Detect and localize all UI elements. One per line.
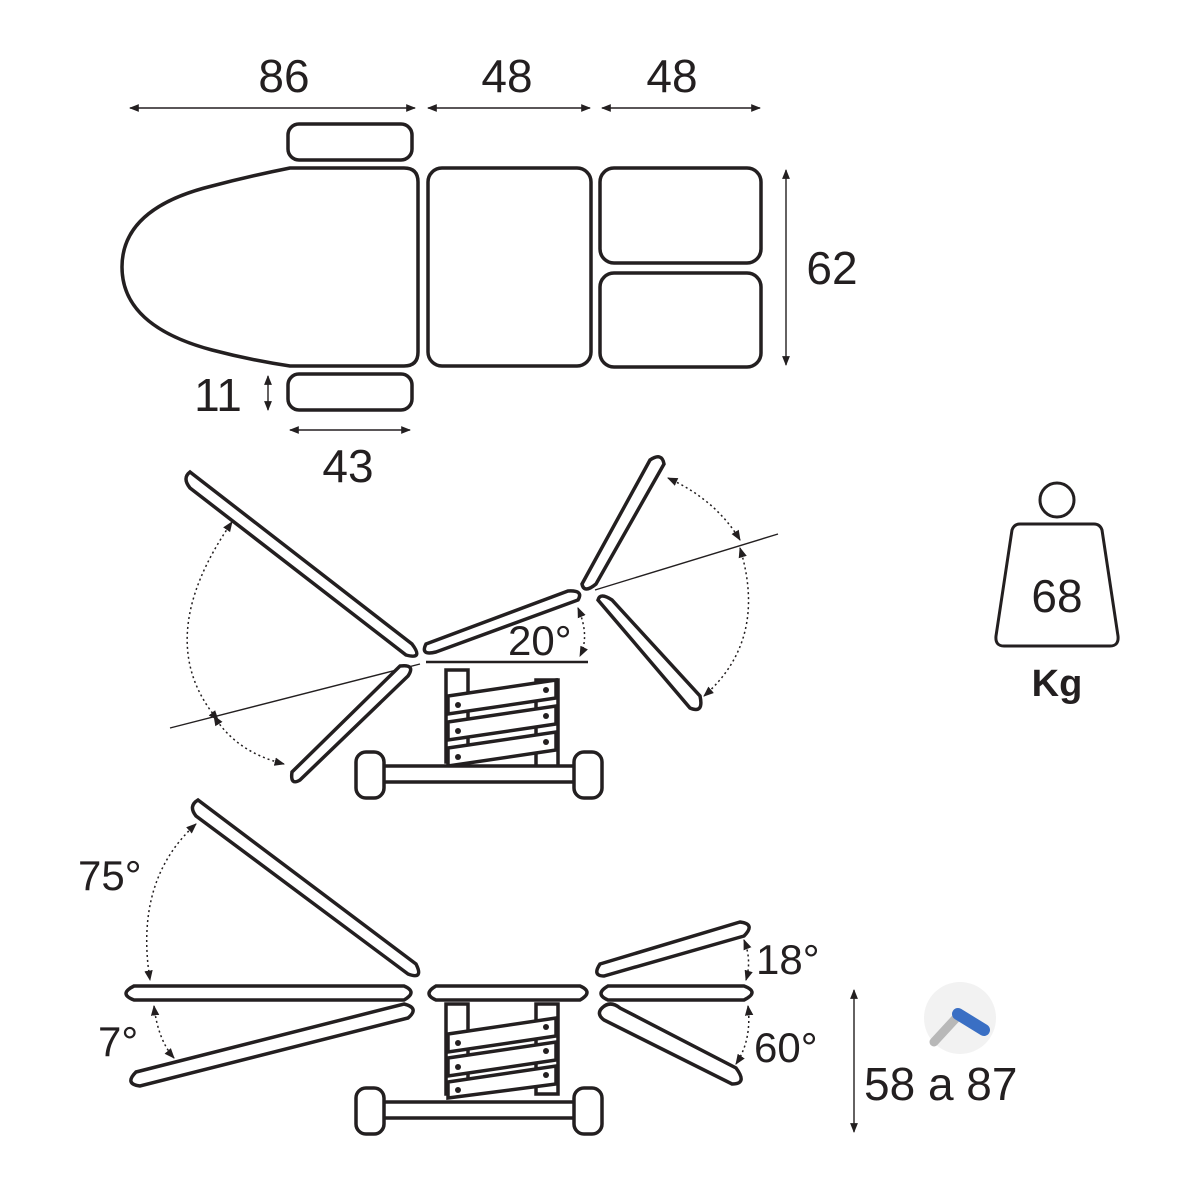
base-beam (378, 764, 582, 784)
backrest-lowered (289, 663, 413, 784)
base-foot-left (354, 750, 386, 800)
legs-down-angle-label: 60° (754, 1024, 818, 1071)
head-section (120, 166, 420, 368)
base-2 (354, 1086, 604, 1136)
weight-unit: Kg (1032, 663, 1083, 705)
lever-handle (952, 1008, 990, 1036)
width-label: 62 (806, 242, 857, 294)
leg-section-top (598, 166, 763, 265)
weight-value: 68 (1031, 570, 1082, 622)
legs-down-arc (735, 1004, 754, 1065)
legrest-raised (580, 455, 666, 591)
tilt-angle-arc (577, 607, 588, 657)
back-up-arc (144, 823, 197, 982)
legs-up-angle-label: 18° (756, 936, 820, 983)
base-foot-right (572, 750, 604, 800)
head-section-flat (124, 984, 413, 1002)
middle-length-label: 48 (481, 50, 532, 102)
middle-section (426, 166, 593, 368)
lift-arm (446, 729, 558, 769)
back-down-arc (150, 1004, 175, 1059)
backrest-range-arc-upper (186, 521, 233, 721)
armrest-width-label: 11 (194, 369, 242, 421)
lift-arm (446, 703, 558, 743)
legrest-range-arc-lower (703, 546, 750, 697)
reference-line-right (594, 533, 779, 591)
lift-arm (446, 1015, 558, 1055)
backrest-down-7 (129, 1002, 415, 1088)
backrest-up-75 (190, 797, 421, 978)
weight-icon: 68 Kg (994, 481, 1120, 705)
armrest-bottom (286, 372, 414, 412)
backrest-range-arc-lower (213, 715, 286, 766)
lift-arm (446, 1039, 558, 1079)
lift-arm (446, 677, 558, 717)
lift-mechanism-2 (444, 1002, 560, 1100)
height-range-label: 58 a 87 (864, 1058, 1017, 1110)
tilt-angle-label: 20° (508, 617, 572, 664)
legs-up-arc (743, 939, 753, 982)
hydraulic-lever-icon (924, 982, 996, 1054)
base-beam (378, 1100, 582, 1120)
backrest-raised (184, 469, 419, 658)
legrest-down-60 (597, 1002, 743, 1086)
seat-flat (427, 984, 589, 1002)
legrest-up-18 (595, 920, 751, 978)
leg-section-bottom (598, 271, 763, 369)
legrest-lowered (596, 594, 703, 712)
armrest-top (286, 122, 414, 162)
base-foot-right (572, 1086, 604, 1136)
legrest-flat (599, 984, 754, 1002)
seat-tilted (422, 589, 582, 655)
lift-arm (446, 1063, 558, 1100)
head-length-label: 86 (258, 50, 309, 102)
side-view-range: 75° 7° 18° 60° 58 a 87 (78, 797, 1017, 1136)
lift-mechanism-1 (444, 668, 560, 770)
legrest-range-arc-upper (667, 477, 741, 541)
armrest-length-label: 43 (322, 440, 373, 492)
side-view-tilt: 20° (169, 455, 779, 800)
back-down-angle-label: 7° (98, 1018, 138, 1065)
base-foot-left (354, 1086, 386, 1136)
base-1 (354, 750, 604, 800)
back-up-angle-label: 75° (78, 852, 142, 899)
leg-length-label: 48 (646, 50, 697, 102)
top-view: 86 48 48 62 11 43 (120, 50, 858, 492)
